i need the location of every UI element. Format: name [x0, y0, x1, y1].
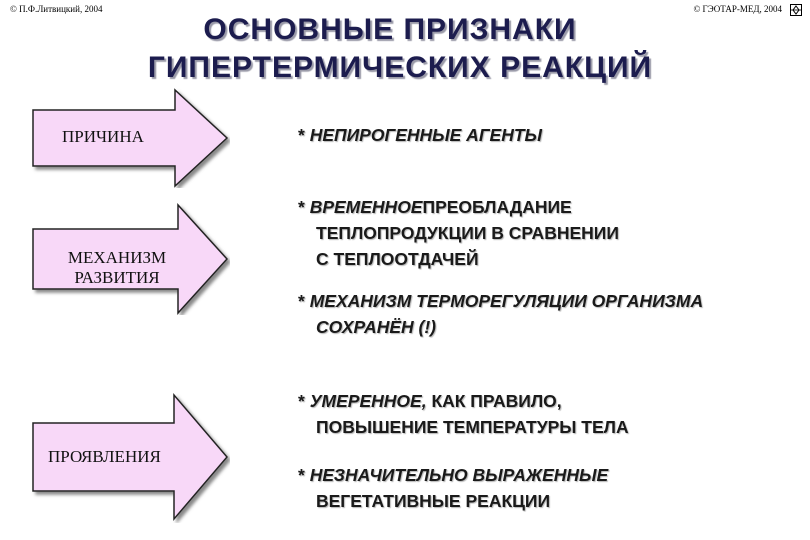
point-heat-production: * ВРЕМЕННОЕПРЕОБЛАДАНИЕ ТЕПЛОПРОДУКЦИИ В… — [298, 194, 619, 272]
point-2-line3: С ТЕПЛООТДАЧЕЙ — [316, 249, 479, 269]
manifestation-label: ПРОЯВЛЕНИЯ — [48, 447, 161, 466]
point-3-line1: МЕХАНИЗМ ТЕРМОРЕГУЛЯЦИИ ОРГАНИЗМА — [309, 291, 704, 311]
cause-arrow — [32, 88, 229, 188]
point-1-text: НЕПИРОГЕННЫЕ АГЕНТЫ — [309, 125, 543, 145]
page-title-line2: ГИПЕРТЕРМИЧЕСКИХ РЕАКЦИЙ — [147, 51, 653, 84]
point-2-marker: * — [298, 197, 305, 217]
point-4-emphasis: УМЕРЕННОЕ, — [309, 391, 427, 411]
point-3-marker: * — [298, 291, 305, 311]
copyright-right: © ГЭОТАР-МЕД, 2004 — [693, 4, 782, 14]
copyright-left: © П.Ф.Литвицкий, 2004 — [10, 4, 103, 14]
mechanism-label-line2: РАЗВИТИЯ — [74, 268, 160, 287]
point-1-marker: * — [298, 125, 305, 145]
point-2-line2: ТЕПЛОПРОДУКЦИИ В СРАВНЕНИИ — [316, 223, 619, 243]
mechanism-arrow — [32, 203, 229, 315]
manifestation-arrow — [32, 393, 228, 522]
document-nav-icon[interactable] — [788, 2, 804, 18]
point-temperature-rise: * УМЕРЕННОЕ, КАК ПРАВИЛО, ПОВЫШЕНИЕ ТЕМП… — [298, 388, 629, 440]
point-4-line2: ПОВЫШЕНИЕ ТЕМПЕРАТУРЫ ТЕЛА — [316, 417, 629, 437]
point-5-line2: ВЕГЕТАТИВНЫЕ РЕАКЦИИ — [316, 491, 551, 511]
point-5-emphasis: НЕЗНАЧИТЕЛЬНО ВЫРАЖЕННЫЕ — [309, 465, 609, 485]
mechanism-label-line1: МЕХАНИЗМ — [67, 248, 167, 267]
point-vegetative-reactions: * НЕЗНАЧИТЕЛЬНО ВЫРАЖЕННЫЕ ВЕГЕТАТИВНЫЕ … — [298, 462, 608, 514]
point-nonpyrogenic-agents: * НЕПИРОГЕННЫЕ АГЕНТЫ — [298, 122, 542, 148]
point-4-rest: КАК ПРАВИЛО, — [431, 391, 562, 411]
point-4-marker: * — [298, 391, 305, 411]
point-2-emphasis: ВРЕМЕННОЕ — [309, 197, 423, 217]
point-thermoregulation: * МЕХАНИЗМ ТЕРМОРЕГУЛЯЦИИ ОРГАНИЗМА СОХР… — [298, 288, 703, 340]
point-2-rest: ПРЕОБЛАДАНИЕ — [422, 197, 572, 217]
mechanism-label: МЕХАНИЗМ РАЗВИТИЯ — [52, 248, 182, 288]
page-title-line1: ОСНОВНЫЕ ПРИЗНАКИ — [203, 13, 577, 46]
point-5-marker: * — [298, 465, 305, 485]
cause-label: ПРИЧИНА — [62, 127, 144, 146]
point-3-line2: СОХРАНЁН (!) — [316, 317, 436, 337]
